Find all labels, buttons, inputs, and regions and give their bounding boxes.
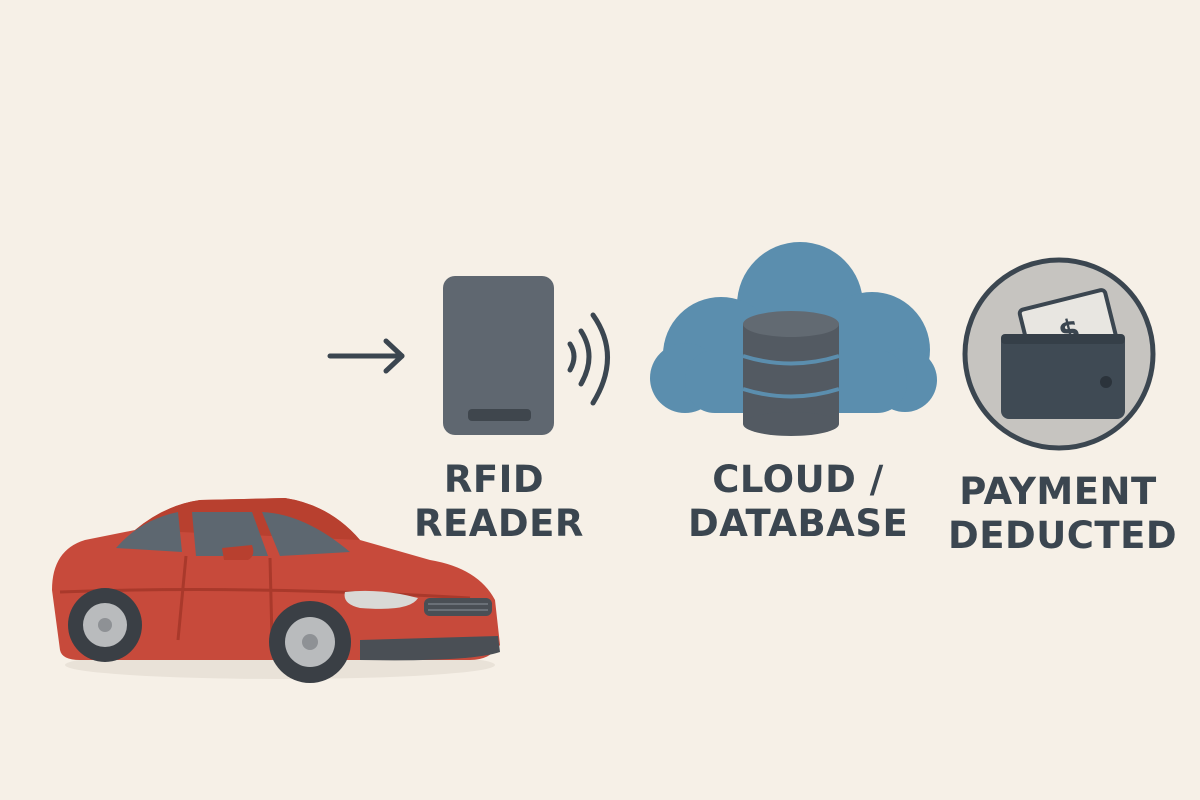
cloud-database-icon (650, 242, 937, 436)
cloud-database-label-line1: CLOUD / (712, 458, 884, 501)
cloud-database-label: CLOUD / DATABASE (688, 458, 908, 546)
wireless-signal-icon (567, 312, 610, 406)
cloud-database-label-line2: DATABASE (688, 502, 909, 545)
wallet-payment-icon: $ (962, 257, 1156, 451)
arrow-right-icon (327, 338, 405, 374)
rfid-reader-label-line2: READER (414, 502, 584, 545)
rfid-reader-icon (443, 276, 554, 435)
database-icon (742, 311, 840, 436)
payment-deducted-label: PAYMENT DEDUCTED (948, 470, 1178, 558)
payment-deducted-label-line1: PAYMENT (959, 470, 1157, 513)
rfid-reader-label-line1: RFID (443, 458, 545, 501)
rfid-reader-label: RFID READER (414, 458, 584, 546)
car-icon (52, 498, 500, 683)
car-wheel-rear (68, 588, 142, 662)
car-wheel-front (269, 601, 351, 683)
payment-deducted-label-line2: DEDUCTED (948, 514, 1178, 557)
